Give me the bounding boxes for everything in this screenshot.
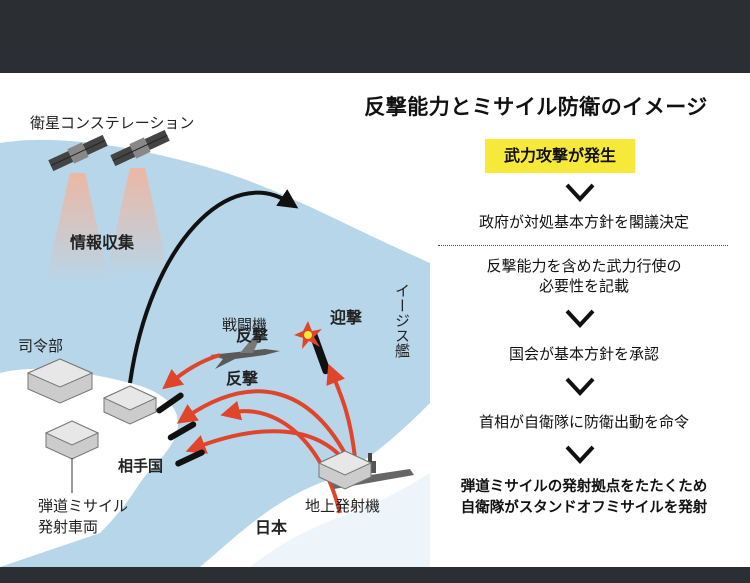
label-counter-1: 反撃 — [236, 326, 268, 345]
flow-step-4: 首相が自衛隊に防衛出動を命令 — [478, 413, 689, 431]
satellite-beam-1 — [45, 173, 110, 283]
satellite-beam-2 — [105, 168, 170, 278]
label-fighter: 戦闘機 — [222, 316, 267, 334]
fighter-jet-icon — [210, 335, 280, 369]
defense-diagram: 衛星コンステレーション 情報収集 戦闘機 迎撃 反撃 反撃 司令部 相手国 弾道… — [0, 114, 430, 567]
page-title: 反撃能力とミサイル防衛のイメージ — [364, 95, 708, 119]
label-japan: 日本 — [255, 518, 287, 537]
label-launcher-1: 弾道ミサイル — [38, 497, 128, 515]
enemy-launcher-2 — [44, 420, 100, 460]
flow-step-1: 政府が対処基本方針を閣議決定 — [478, 213, 689, 231]
chevron-down-icon — [565, 445, 595, 464]
flow-step-3: 国会が基本方針を承認 — [508, 345, 659, 363]
flow-panel: 武力攻撃が発生 政府が対処基本方針を閣議決定 反撃能力を含めた武力行使の 必要性… — [418, 73, 750, 567]
flow-step-5b: 自衛隊がスタンドオフミサイルを発射 — [460, 500, 708, 516]
label-intercept: 迎撃 — [330, 308, 362, 327]
satellite-1 — [48, 134, 108, 172]
label-ground-launcher: 地上発射機 — [305, 497, 380, 515]
label-launcher-2: 発射車両 — [38, 518, 98, 536]
enemy-launcher-1 — [102, 385, 158, 425]
satellite-2 — [110, 129, 170, 167]
label-enemy: 相手国 — [118, 457, 163, 475]
chevron-down-icon — [565, 309, 595, 328]
counter-strike-arrow-aegis-1 — [176, 389, 352, 464]
label-intel: 情報収集 — [70, 233, 135, 252]
label-counter-2: 反撃 — [226, 369, 258, 388]
intercept-arrow — [326, 363, 357, 459]
chevron-down-icon — [565, 183, 595, 202]
label-aegis: イージス艦 — [393, 283, 411, 359]
top-bar — [0, 0, 750, 73]
chevron-down-icon — [565, 377, 595, 396]
flow-step-2b: 必要性を記載 — [538, 277, 629, 295]
japan-coast — [250, 473, 430, 567]
ballistic-missile-path — [128, 189, 299, 384]
standoff-missile-1 — [156, 392, 184, 414]
flow-step-2a: 反撃能力を含めた武力行使の — [486, 257, 682, 275]
divider — [438, 245, 728, 246]
standoff-missile-2 — [167, 421, 197, 441]
bottom-bar — [0, 567, 750, 583]
infographic-card: 衛星コンステレーション 情報収集 戦闘機 迎撃 反撃 反撃 司令部 相手国 弾道… — [0, 73, 750, 567]
ground-launcher-icon — [317, 450, 373, 490]
flow-step-5a: 弾道ミサイルの発射拠点をたたくため — [460, 479, 708, 495]
intercept-burst-icon — [294, 321, 322, 349]
standoff-missile-3 — [175, 449, 205, 467]
ground-launcher-arrow — [220, 400, 342, 514]
flow-start-badge: 武力攻撃が発生 — [485, 139, 635, 173]
label-hq: 司令部 — [18, 337, 63, 355]
counter-strike-arrow-fighter — [162, 353, 221, 390]
hq-building-icon — [26, 358, 94, 404]
label-satellites: 衛星コンステレーション — [30, 114, 194, 132]
